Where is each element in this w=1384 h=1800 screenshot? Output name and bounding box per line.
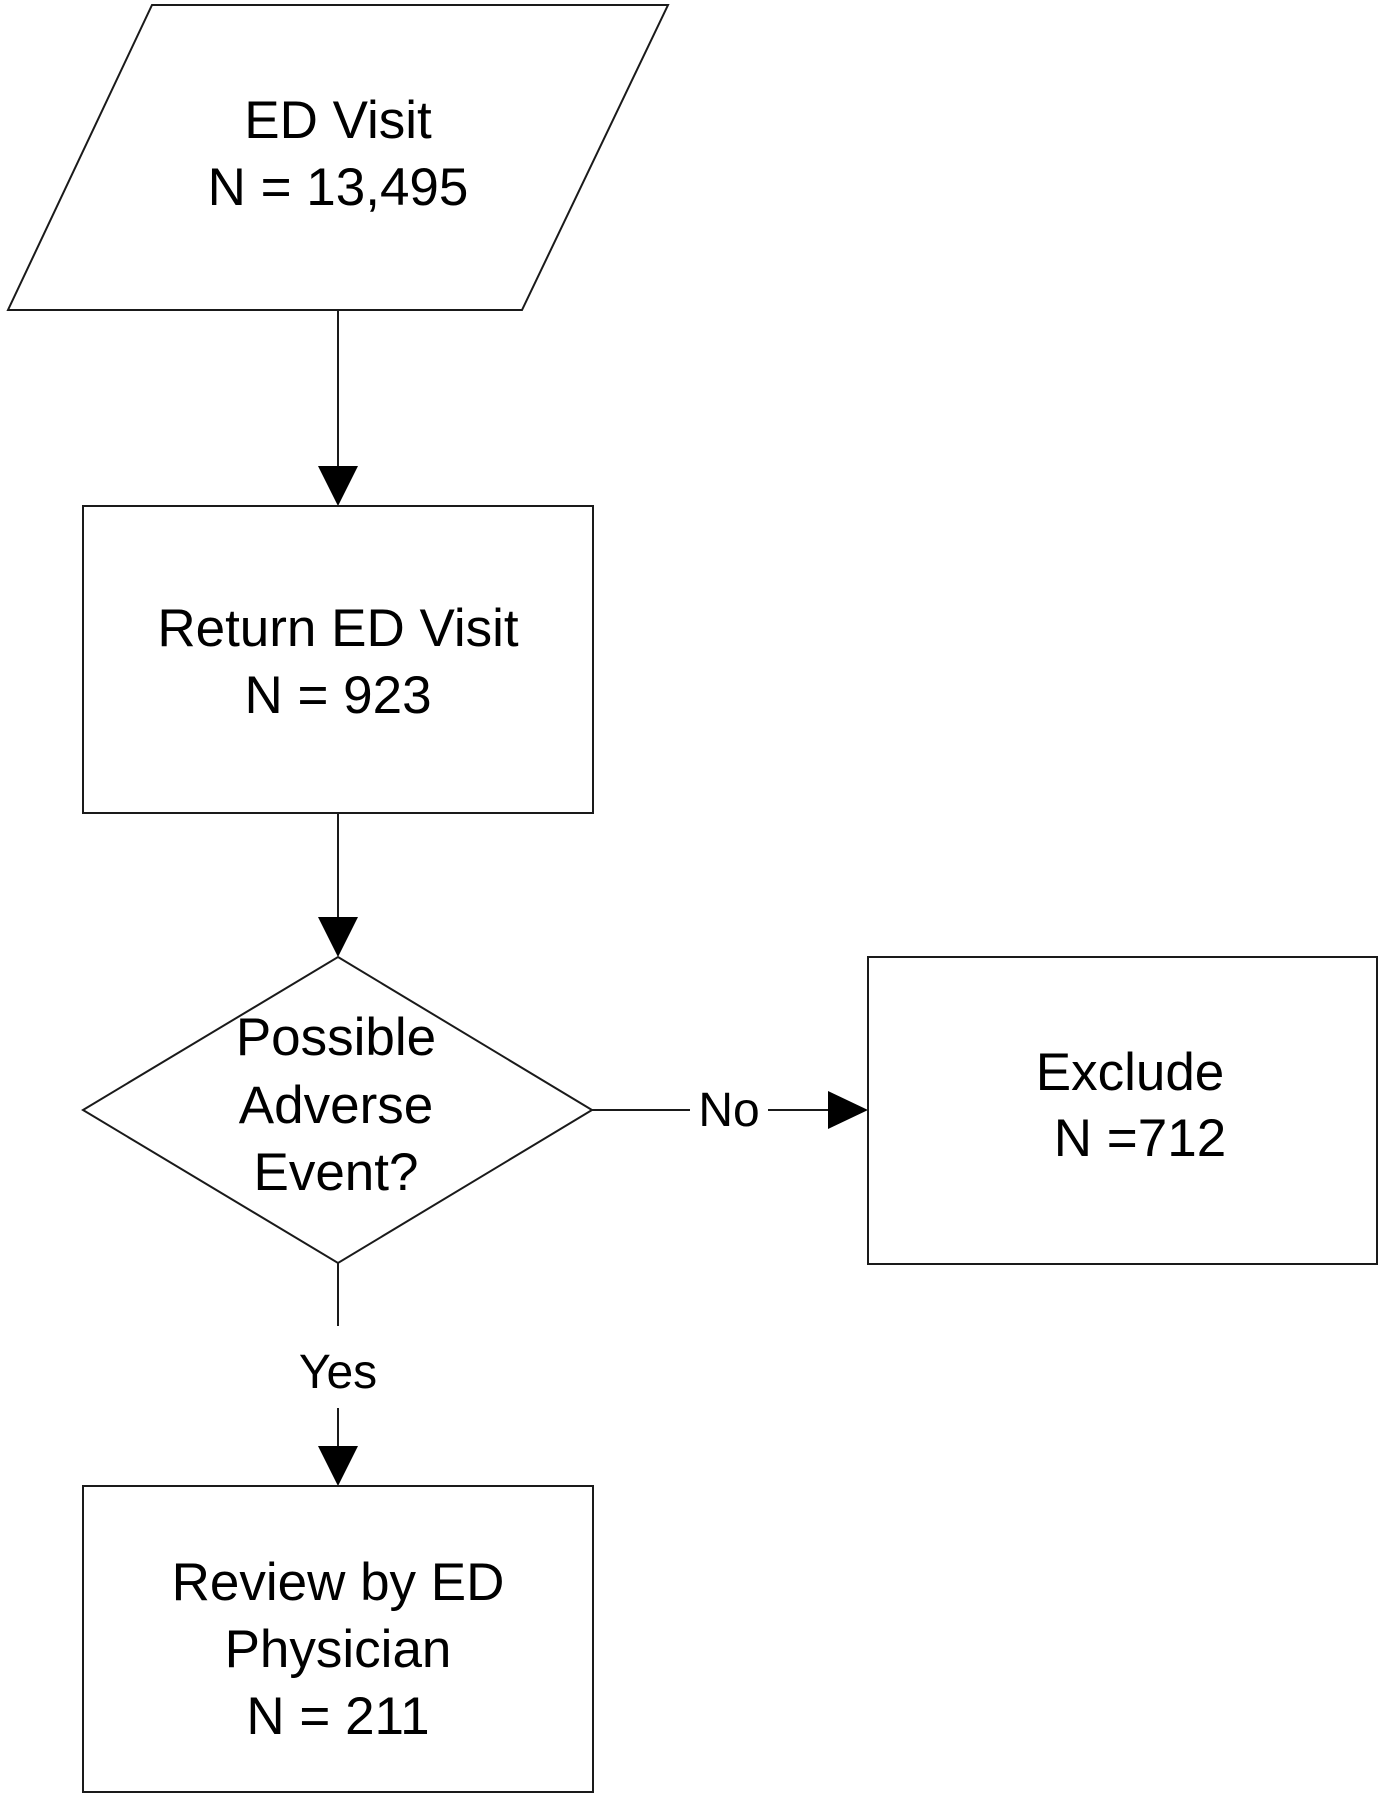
edge-ed-visit-to-return: [318, 310, 358, 506]
exclude-label: Exclude: [1036, 1043, 1225, 1102]
ed-visit-node: ED Visit N = 13,495: [6, 4, 670, 311]
return-ed-visit-label: Return ED Visit: [157, 599, 519, 658]
review-label-line2: Physician: [225, 1620, 452, 1679]
arrow-down-icon: [318, 1446, 358, 1486]
no-label: No: [698, 1084, 759, 1137]
review-count: N = 211: [246, 1687, 429, 1746]
decision-label-line3: Event?: [253, 1143, 418, 1202]
decision-label-line2: Adverse: [239, 1076, 433, 1135]
ed-visit-parallelogram: [6, 4, 670, 311]
edge-return-to-decision: [318, 813, 358, 957]
arrow-down-icon: [318, 466, 358, 506]
ed-visit-count: N = 13,495: [208, 158, 469, 217]
review-box: [82, 1485, 594, 1793]
exclude-box: [867, 956, 1378, 1265]
decision-label-line1: Possible: [236, 1008, 436, 1067]
return-ed-visit-box: [82, 505, 594, 814]
exclude-count: N =712: [1054, 1109, 1226, 1168]
possible-adverse-event-node: Possible Adverse Event?: [81, 955, 594, 1265]
edge-decision-to-exclude: No: [592, 1084, 868, 1137]
arrow-down-icon: [318, 917, 358, 957]
review-by-ed-physician-node: Review by ED Physician N = 211: [82, 1485, 594, 1793]
edge-decision-to-review: Yes: [299, 1263, 377, 1486]
arrow-right-icon: [828, 1091, 868, 1129]
yes-label: Yes: [299, 1346, 377, 1399]
return-ed-visit-node: Return ED Visit N = 923: [82, 505, 594, 814]
review-label-line1: Review by ED: [172, 1553, 505, 1612]
exclude-node: Exclude N =712: [867, 956, 1378, 1265]
ed-visit-label: ED Visit: [244, 91, 432, 150]
return-ed-visit-count: N = 923: [244, 666, 431, 725]
